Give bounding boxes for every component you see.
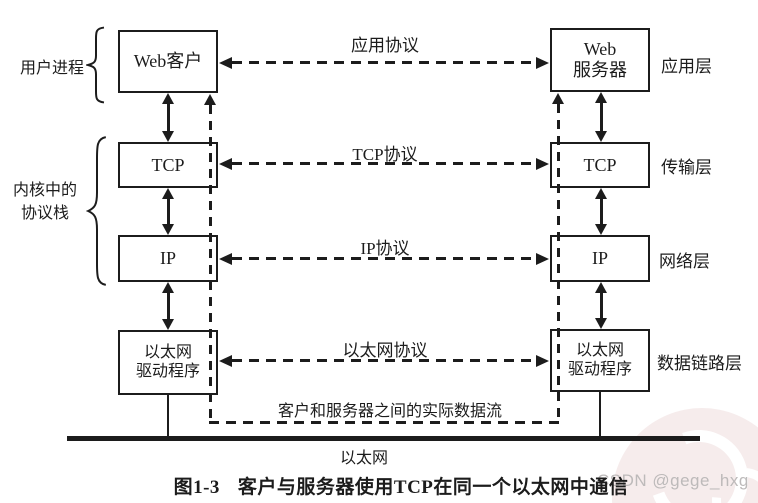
server-ip-driver-arrow <box>594 282 608 329</box>
kernel-stack-brace <box>86 134 108 288</box>
server-tcp-box: TCP <box>550 142 650 188</box>
user-process-label: 用户进程 <box>19 60 84 77</box>
actual-data-flow-label: 客户和服务器之间的实际数据流 <box>277 403 502 420</box>
ethernet-protocol-label: 以太网协议 <box>342 341 428 360</box>
flow-path-bottom-horizontal <box>209 421 560 424</box>
flow-arrowhead-server-icon <box>552 93 564 104</box>
ip-protocol-arrow <box>219 252 549 265</box>
server-tcp-label: TCP <box>583 154 617 175</box>
server-web-box: Web 服务器 <box>550 28 650 92</box>
transport-layer-label: 传输层 <box>661 158 712 177</box>
application-protocol-label: 应用协议 <box>351 36 419 55</box>
kernel-stack-label-line1: 内核中的 <box>12 182 77 199</box>
server-driver-label-line1: 以太网 <box>575 342 624 360</box>
server-app-tcp-arrow <box>594 92 608 142</box>
ethernet-protocol-arrow <box>219 354 549 367</box>
ip-protocol-label: IP协议 <box>360 239 410 258</box>
figure-caption-number: 图1-3 <box>173 477 220 498</box>
client-tcp-ip-arrow <box>161 188 175 235</box>
client-driver-label-line2: 驱动程序 <box>135 362 200 380</box>
figure-caption: 图1-3 客户与服务器使用TCP在同一个以太网中通信 <box>44 472 758 499</box>
client-tcp-box: TCP <box>118 142 218 188</box>
client-web-box: Web客户 <box>118 30 218 93</box>
server-driver-box: 以太网 驱动程序 <box>550 329 650 392</box>
kernel-stack-label-line2: 协议栈 <box>20 205 69 222</box>
client-ip-box: IP <box>118 235 218 282</box>
client-ip-driver-arrow <box>161 282 175 330</box>
watermark-text: CSDN @gege_hxg <box>597 471 749 490</box>
client-driver-box: 以太网 驱动程序 <box>118 330 218 395</box>
flow-arrowhead-client-icon <box>204 94 216 105</box>
client-tcp-label: TCP <box>151 154 185 175</box>
server-driver-bus-connector <box>599 392 601 436</box>
datalink-layer-label: 数据链路层 <box>657 354 742 373</box>
server-driver-label-line2: 驱动程序 <box>567 360 632 378</box>
flow-path-client-vertical <box>209 105 212 423</box>
client-app-tcp-arrow <box>161 93 175 142</box>
server-web-label-line2: 服务器 <box>573 60 627 80</box>
tcp-protocol-arrow <box>219 157 549 170</box>
client-web-label: Web客户 <box>133 51 203 72</box>
ethernet-label: 以太网 <box>339 450 388 467</box>
server-tcp-ip-arrow <box>594 188 608 235</box>
figure-caption-text: 客户与服务器使用TCP在同一个以太网中通信 <box>237 477 629 498</box>
application-protocol-arrow <box>219 56 549 69</box>
client-ip-label: IP <box>159 248 176 269</box>
server-web-label-line1: Web <box>583 39 617 60</box>
client-driver-bus-connector <box>167 395 169 436</box>
client-driver-label-line1: 以太网 <box>143 344 192 362</box>
flow-path-server-vertical <box>557 104 560 423</box>
server-ip-label: IP <box>591 248 608 269</box>
application-layer-label: 应用层 <box>661 57 712 76</box>
user-process-brace <box>86 26 106 104</box>
network-layer-label: 网络层 <box>659 252 710 271</box>
kernel-stack-label: 内核中的 协议栈 <box>4 179 86 225</box>
ethernet-bus-line <box>67 436 700 441</box>
tcp-protocol-label: TCP协议 <box>352 145 418 164</box>
server-ip-box: IP <box>550 235 650 282</box>
